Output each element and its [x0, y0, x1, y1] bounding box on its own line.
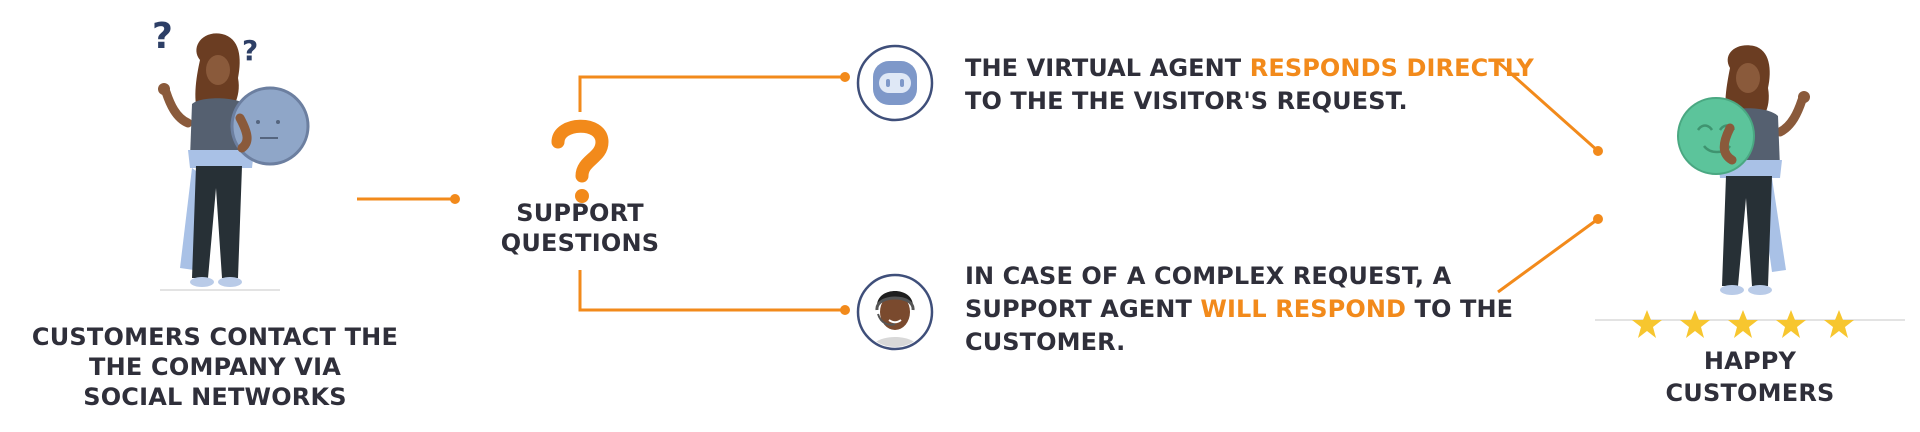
- connector-top: [578, 75, 845, 112]
- human-agent-text: TO THE: [1406, 295, 1514, 323]
- connector-right-top: [1497, 60, 1599, 153]
- responds-directly-highlight: RESPONDS DIRECTLY: [1249, 54, 1534, 82]
- caption-line: SOCIAL NETWORKS: [83, 383, 347, 411]
- virtual-agent-text: THE VIRTUAL AGENT: [965, 54, 1250, 82]
- human-agent-line-2: SUPPORT AGENT WILL RESPOND TO THE: [965, 293, 1513, 326]
- star-icon: [1776, 310, 1806, 338]
- connector-right-top-dot: [1593, 146, 1603, 156]
- caption-line: HAPPY: [1703, 347, 1797, 375]
- label-line: QUESTIONS: [500, 229, 660, 257]
- happy-face-icon: [1677, 97, 1755, 175]
- robot-icon: [856, 44, 934, 122]
- virtual-agent-line-1: THE VIRTUAL AGENT RESPONDS DIRECTLY: [965, 52, 1534, 85]
- star-icon: [1824, 310, 1854, 338]
- connector-right-bottom: [1497, 217, 1599, 294]
- virtual-agent-message: THE VIRTUAL AGENT RESPONDS DIRECTLY TO T…: [965, 52, 1534, 118]
- star-icon: [1728, 310, 1758, 338]
- question-mark-icon: ?: [152, 16, 173, 57]
- human-agent-text: SUPPORT AGENT: [965, 295, 1201, 323]
- connector-bottom: [578, 270, 845, 312]
- connector-left-dot: [450, 194, 460, 204]
- caption-line: THE COMPANY VIA: [89, 353, 341, 381]
- happy-customers-caption: HAPPY CUSTOMERS: [1640, 345, 1860, 409]
- customers-contact-caption: CUSTOMERS CONTACT THE THE COMPANY VIA SO…: [20, 322, 410, 412]
- happy-customer-illustration: [1595, 45, 1905, 321]
- human-agent-line-1: IN CASE OF A COMPLEX REQUEST, A: [965, 262, 1452, 290]
- worried-customer-illustration: ? ?: [152, 16, 310, 291]
- connector-right-bottom-dot: [1593, 214, 1603, 224]
- will-respond-highlight: WILL RESPOND: [1200, 295, 1407, 323]
- support-questions-label: SUPPORT QUESTIONS: [480, 198, 680, 258]
- question-mark-icon: ?: [242, 34, 258, 67]
- human-agent-message: IN CASE OF A COMPLEX REQUEST, A SUPPORT …: [965, 260, 1513, 359]
- support-agent-icon: [856, 273, 934, 351]
- caption-line: CUSTOMERS CONTACT THE: [31, 323, 399, 351]
- sad-face-icon: [230, 86, 310, 166]
- label-line: SUPPORT: [516, 199, 644, 227]
- star-icon: [1632, 310, 1662, 338]
- human-agent-line-3: CUSTOMER.: [965, 328, 1126, 356]
- star-icon: [1680, 310, 1710, 338]
- connector-top-dot: [840, 72, 850, 82]
- caption-line: CUSTOMERS: [1665, 379, 1835, 407]
- connector-bottom-dot: [840, 305, 850, 315]
- rating-stars: [1632, 310, 1854, 338]
- question-mark-icon: [551, 119, 609, 203]
- virtual-agent-line-2: TO THE THE VISITOR'S REQUEST.: [965, 87, 1408, 115]
